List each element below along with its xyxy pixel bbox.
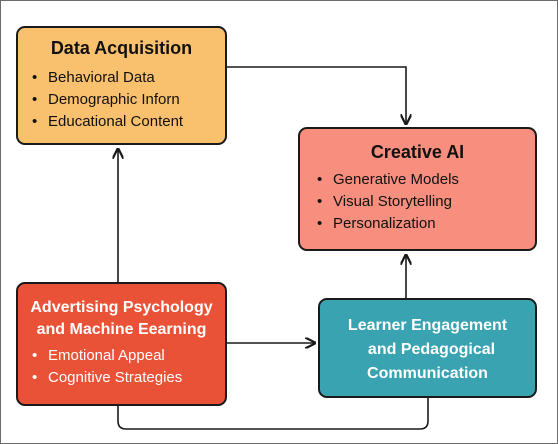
creative-ai-title: Creative AI <box>370 142 465 162</box>
data-acquisition-box: Data Acquisition Behavioral Data Demogra… <box>16 26 227 145</box>
list-item: Behavioral Data <box>28 67 225 89</box>
advertising-title-line-2: and Machine Eearning <box>36 321 207 338</box>
learner-title-line-2: and Pedagogical <box>367 341 496 358</box>
learner-title-line-3: Communication <box>367 365 488 382</box>
advertising-psychology-title: Advertising Psychology and Machine Eearn… <box>18 297 225 341</box>
list-item: Emotional Appeal <box>28 345 225 367</box>
list-item: Personalization <box>313 213 535 235</box>
advertising-title-line-1: Advertising Psychology <box>30 299 213 316</box>
learner-engagement-title: Learner Engagement and Pedagogical Commu… <box>320 314 535 386</box>
learner-title-line-1: Learner Engagement <box>347 317 508 334</box>
list-item: Educational Content <box>28 111 225 133</box>
creative-ai-list: Generative Models Visual Storytelling Pe… <box>300 169 535 235</box>
data-acquisition-list: Behavioral Data Demographic Inforn Educa… <box>18 67 225 133</box>
learner-engagement-box: Learner Engagement and Pedagogical Commu… <box>318 298 537 398</box>
list-item: Cognitive Strategies <box>28 367 225 389</box>
advertising-psychology-box: Advertising Psychology and Machine Eearn… <box>16 282 227 406</box>
advertising-list: Emotional Appeal Cognitive Strategies <box>18 345 225 389</box>
arrow-data-to-creative-ai <box>227 66 406 124</box>
list-item: Generative Models <box>313 169 535 191</box>
connector-bottom-loop <box>117 398 429 430</box>
creative-ai-box: Creative AI Generative Models Visual Sto… <box>298 127 537 251</box>
list-item: Visual Storytelling <box>313 191 535 213</box>
list-item: Demographic Inforn <box>28 89 225 111</box>
data-acquisition-title: Data Acquisition <box>50 38 193 58</box>
